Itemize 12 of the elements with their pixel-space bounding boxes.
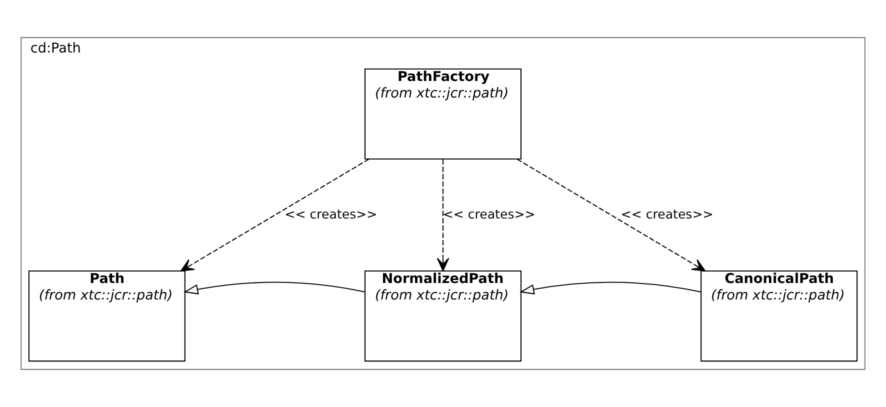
node-box: CanonicalPath (from xtc::jcr::path) (700, 270, 858, 362)
arrow (180, 158, 370, 272)
arrow (436, 159, 450, 272)
arrow (516, 158, 706, 272)
arrow (184, 282, 366, 294)
node-box: PathFactory (from xtc::jcr::path) (364, 68, 522, 160)
edge-label: << creates>> (442, 206, 536, 222)
arrow (520, 282, 702, 294)
node-box: NormalizedPath (from xtc::jcr::path) (364, 270, 522, 362)
edge-label: << creates>> (620, 206, 714, 222)
node-box: Path (from xtc::jcr::path) (28, 270, 186, 362)
edge-label: << creates>> (284, 206, 378, 222)
